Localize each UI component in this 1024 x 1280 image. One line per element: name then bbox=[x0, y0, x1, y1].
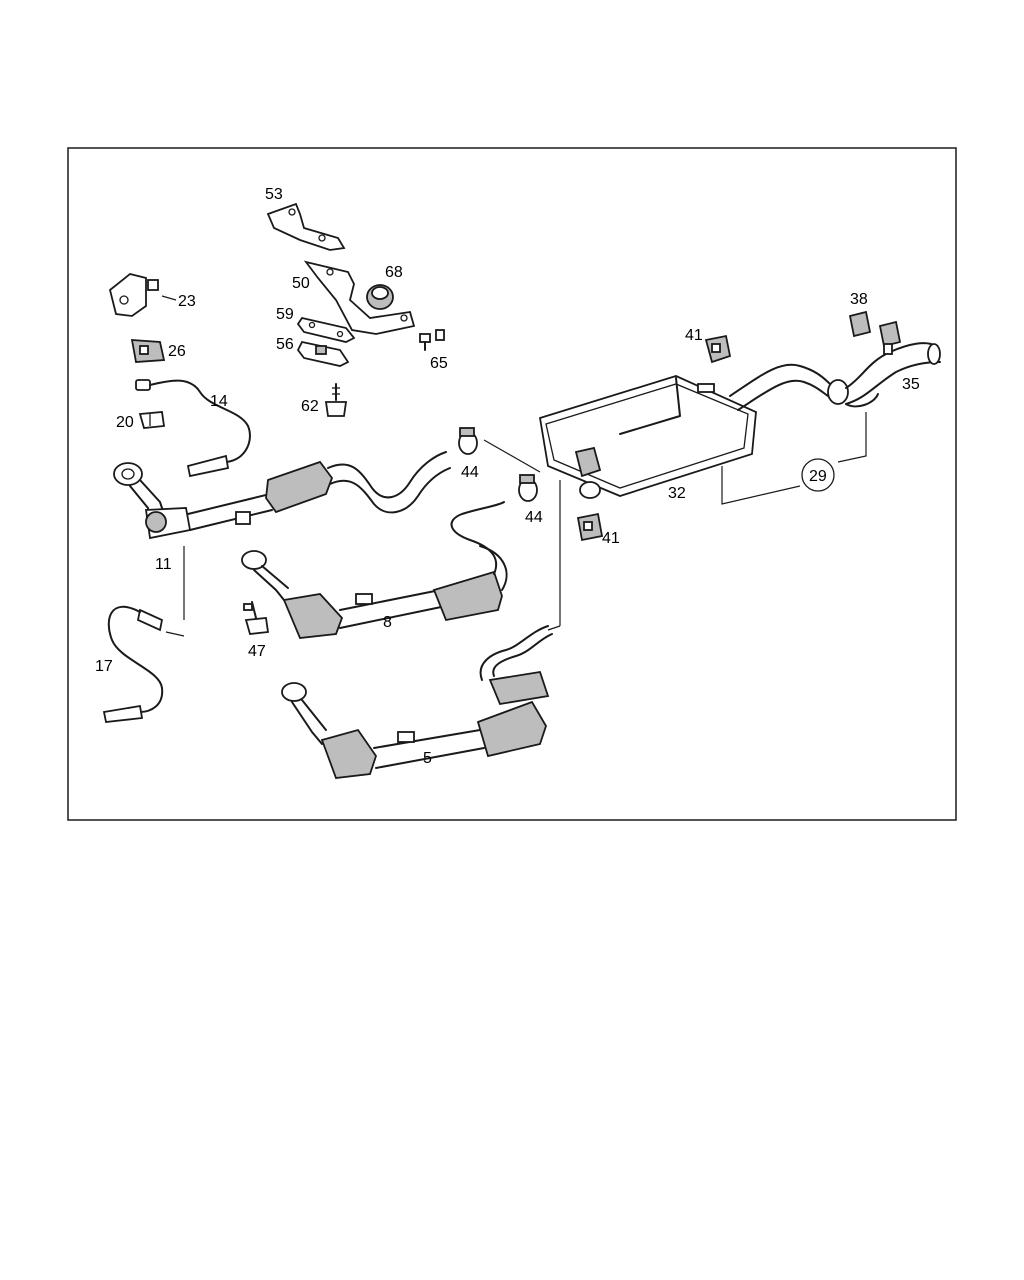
callout-26: 26 bbox=[168, 343, 186, 360]
part-44-clamp-lower[interactable] bbox=[518, 474, 538, 502]
part-62-bolt[interactable] bbox=[324, 383, 348, 417]
callout-65: 65 bbox=[430, 355, 448, 372]
part-11-front-pipe-catalyst[interactable] bbox=[113, 451, 451, 540]
part-23-bracket[interactable] bbox=[108, 273, 159, 317]
part-8-middle-pipe-catalyst[interactable] bbox=[241, 501, 508, 639]
callout-41-lower: 41 bbox=[602, 530, 620, 547]
part-14-oxygen-sensor[interactable] bbox=[135, 379, 251, 478]
part-32-rear-muffler[interactable] bbox=[538, 363, 831, 499]
part-50-bracket[interactable] bbox=[303, 260, 416, 335]
part-44-clamp-upper[interactable] bbox=[458, 427, 478, 455]
part-59-plate[interactable] bbox=[296, 316, 356, 343]
callout-17: 17 bbox=[95, 658, 113, 675]
leader-lines bbox=[161, 295, 867, 637]
callout-35: 35 bbox=[902, 376, 920, 393]
callout-44-upper: 44 bbox=[461, 464, 479, 481]
callout-56: 56 bbox=[276, 336, 294, 353]
callout-47: 47 bbox=[248, 643, 266, 660]
part-41-rubber-mount-upper[interactable] bbox=[704, 334, 732, 364]
callout-32: 32 bbox=[668, 485, 686, 502]
part-5-lower-pipe-catalyst[interactable] bbox=[281, 625, 553, 779]
callout-59: 59 bbox=[276, 306, 294, 323]
callout-62: 62 bbox=[301, 398, 319, 415]
callout-68: 68 bbox=[385, 264, 403, 281]
callout-29: 29 bbox=[809, 468, 827, 485]
callout-44-lower: 44 bbox=[525, 509, 543, 526]
part-68-rubber-mount[interactable] bbox=[366, 284, 394, 310]
callout-53: 53 bbox=[265, 186, 283, 203]
part-26-clip[interactable] bbox=[130, 339, 166, 363]
callout-23: 23 bbox=[178, 293, 196, 310]
callout-11: 11 bbox=[155, 556, 172, 573]
diagram-frame bbox=[67, 147, 957, 821]
callout-38: 38 bbox=[850, 291, 868, 308]
part-65-bolt-set[interactable] bbox=[419, 329, 445, 351]
callout-20: 20 bbox=[116, 414, 134, 431]
callout-8: 8 bbox=[383, 614, 392, 631]
part-41-rubber-mount-lower[interactable] bbox=[576, 512, 604, 542]
callout-41-upper: 41 bbox=[685, 327, 703, 344]
part-17-oxygen-sensor[interactable] bbox=[102, 605, 164, 723]
part-35-tail-pipe[interactable] bbox=[827, 342, 941, 408]
callout-29-circle bbox=[801, 458, 835, 492]
part-20-clip[interactable] bbox=[138, 411, 166, 429]
part-56-clamp-plate[interactable] bbox=[296, 340, 350, 367]
callout-5: 5 bbox=[423, 750, 432, 767]
part-53-bracket[interactable] bbox=[266, 202, 346, 251]
callout-14: 14 bbox=[210, 393, 228, 410]
part-38-clamp-set[interactable] bbox=[848, 310, 902, 355]
part-47-bolt[interactable] bbox=[243, 601, 270, 635]
callout-50: 50 bbox=[292, 275, 310, 292]
